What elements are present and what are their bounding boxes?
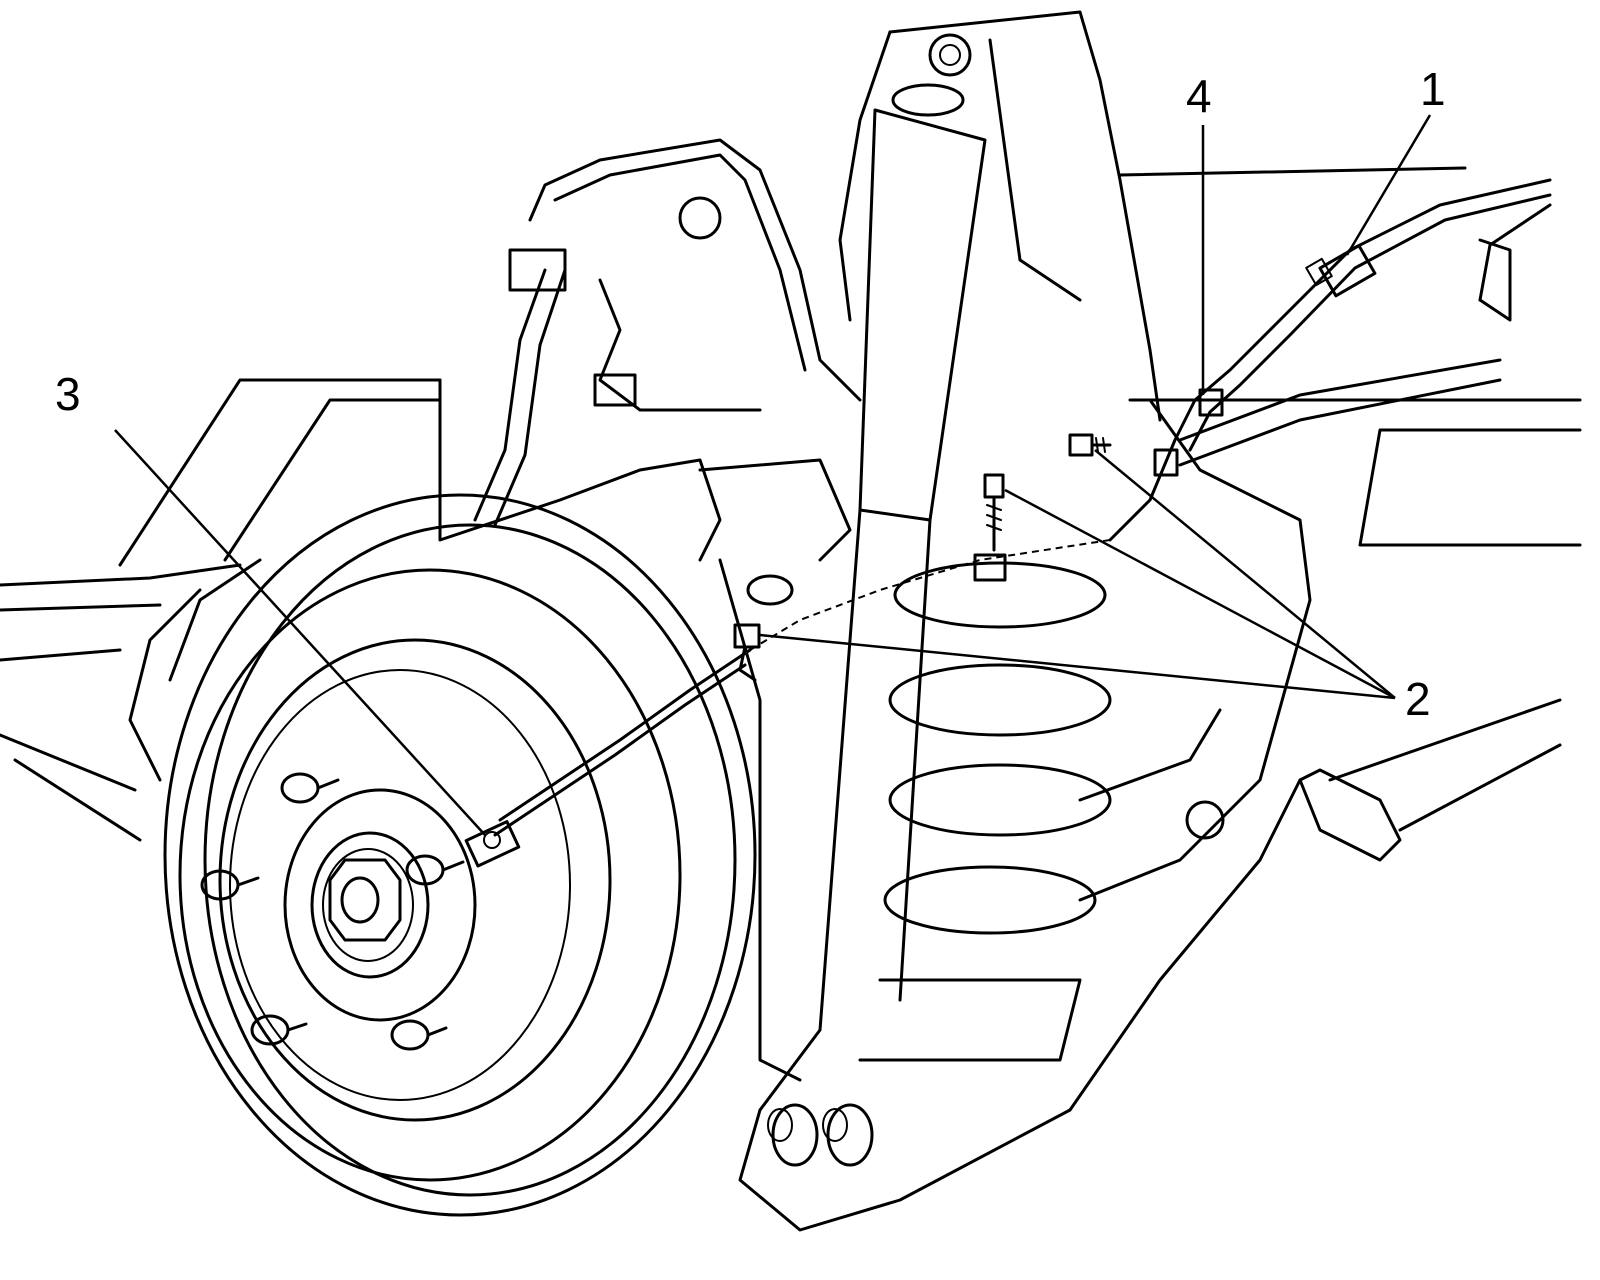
brake-rotor [128, 493, 757, 1217]
lower-arm [738, 778, 1302, 1232]
wire-clips [733, 388, 1224, 682]
callout-2: 2 [1405, 673, 1431, 725]
brake-line [473, 248, 637, 527]
hub [200, 772, 477, 1051]
coil-spring [858, 561, 1112, 1062]
callout-3: 3 [55, 368, 81, 420]
knuckle [438, 378, 1402, 1082]
chassis-frame [0, 166, 1582, 842]
shock-absorber [758, 83, 987, 1112]
strut-tower [528, 10, 1162, 422]
sensor-wire [493, 178, 1552, 837]
callout-4: 4 [1186, 70, 1212, 122]
leader-lines [114, 114, 1432, 836]
wheel-speed-sensor [464, 820, 521, 868]
callout-1: 1 [1420, 63, 1446, 115]
